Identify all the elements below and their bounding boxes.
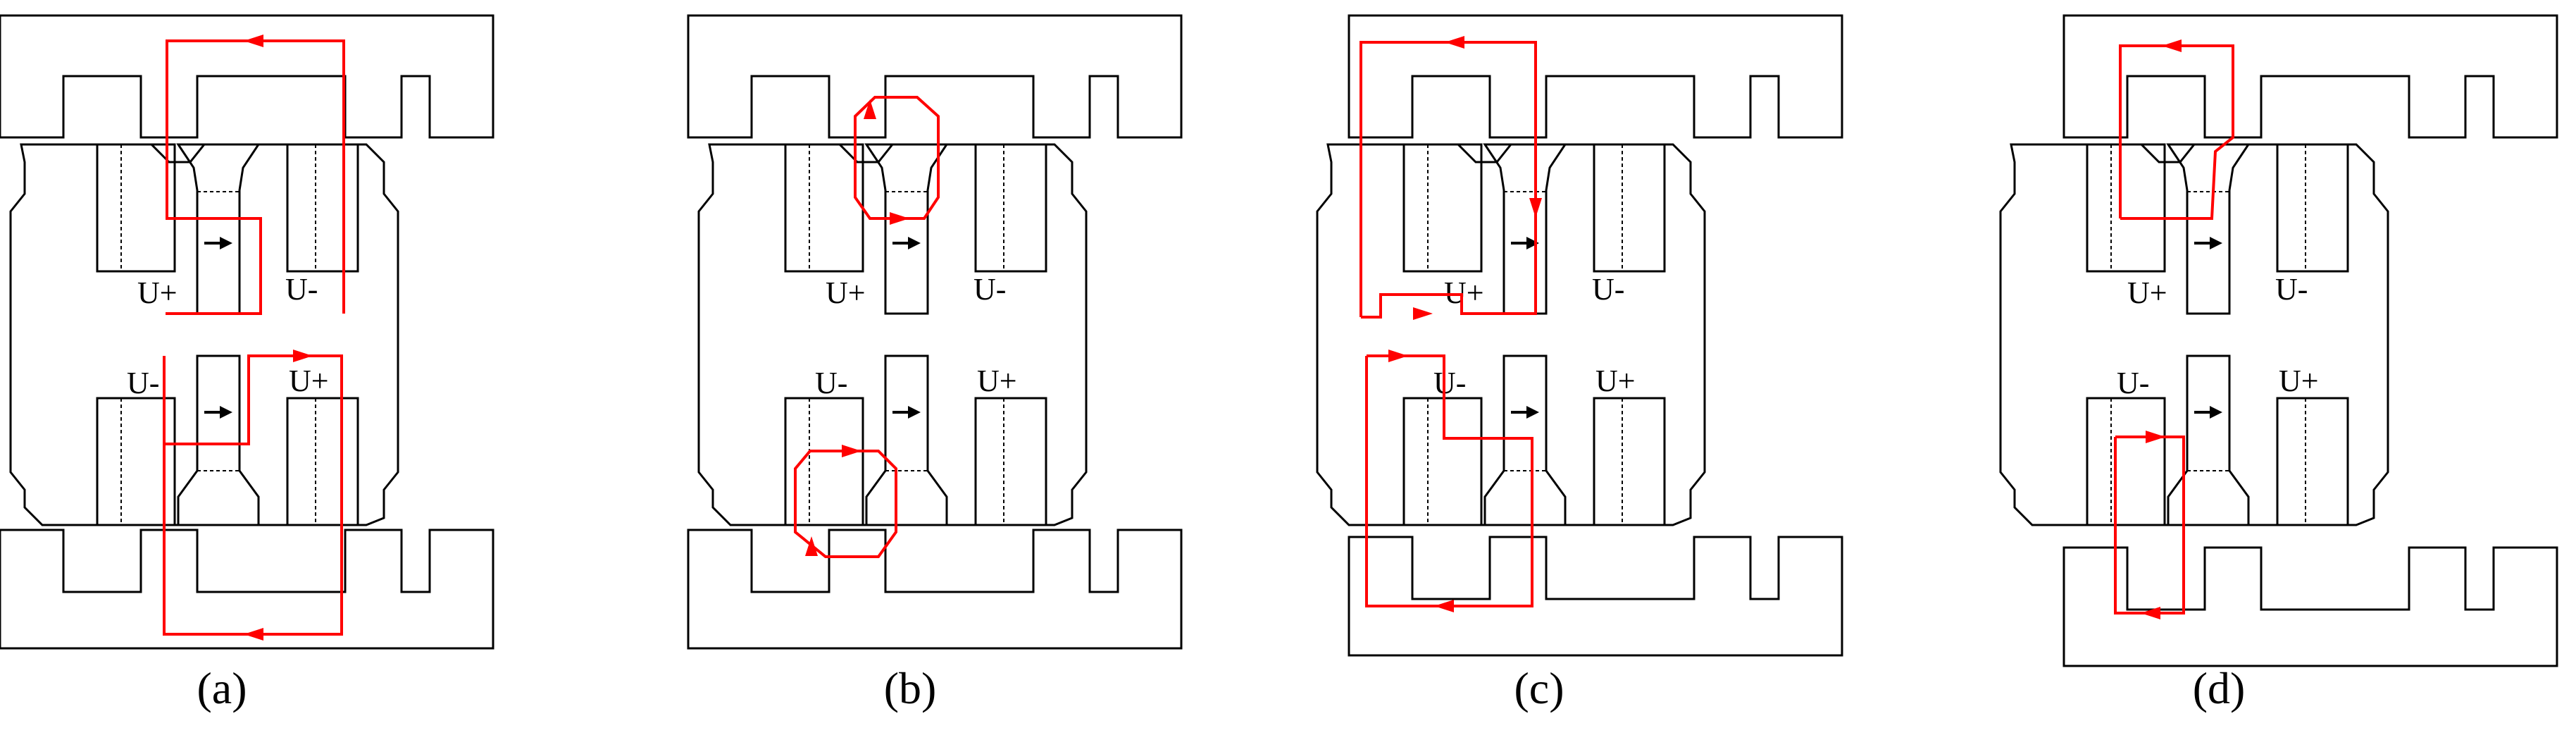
flux-arrow-icon (1413, 307, 1433, 320)
flux-loop-lower (794, 450, 897, 558)
flux-path-lower (163, 354, 343, 636)
mover-direction-arrow-icon (1526, 237, 1539, 249)
mover-direction-arrow-icon (908, 237, 921, 249)
mover-direction-arrow-icon (2210, 237, 2222, 249)
flux-loop-upper (854, 96, 940, 220)
mover-direction-arrow-icon (1526, 406, 1539, 419)
flux-arrow-icon (2141, 607, 2160, 619)
flux-arrow-icon (1388, 350, 1408, 362)
plunger-lower (2167, 354, 2250, 526)
flux-arrow-icon (864, 99, 876, 119)
lower-e-core (2062, 546, 2558, 667)
plunger-upper (1483, 143, 1567, 315)
flux-arrow-icon (293, 350, 313, 362)
coil-label-lower-left-coil: U- (815, 366, 847, 400)
coil-label-lower-right-coil: U+ (977, 364, 1017, 398)
coil-label-lower-right-coil: U+ (1595, 364, 1636, 398)
coil-upper-right (2276, 143, 2349, 273)
mover-direction-arrow-icon (220, 406, 232, 419)
plunger-upper (864, 143, 949, 315)
coil-label-lower-right-coil: U+ (2279, 364, 2319, 398)
flux-arrow-icon (2162, 39, 2182, 52)
flux-path-upper (1359, 41, 1537, 319)
flux-arrow-icon (2146, 431, 2165, 443)
upper-e-core (1348, 14, 1843, 139)
plunger-lower (177, 354, 260, 526)
coil-upper-left (2086, 143, 2166, 273)
lower-e-core (1348, 536, 1843, 657)
coil-label-upper-right-coil: U- (1592, 272, 1624, 307)
coil-lower-right (2276, 397, 2349, 526)
coil-label-lower-right-coil: U+ (289, 364, 329, 398)
mover-frame (697, 143, 1088, 526)
coil-upper-right (974, 143, 1047, 273)
flux-arrow-icon (1529, 198, 1542, 218)
panel-caption: (a) (197, 663, 247, 713)
panel-group: U+ U- U- U+ (0, 14, 494, 650)
upper-e-core (687, 14, 1183, 139)
mover-direction-arrow-icon (2210, 406, 2222, 419)
mover-frame (1999, 143, 2389, 526)
coil-label-upper-left-coil: U+ (826, 276, 866, 310)
coil-lower-right (974, 397, 1047, 526)
mover-frame (1316, 143, 1706, 526)
flux-path-upper (2119, 44, 2234, 220)
mover-frame (9, 143, 399, 526)
mover-direction-arrow-icon (908, 406, 921, 419)
coil-lower-left (2086, 397, 2166, 526)
coil-label-upper-left-coil: U+ (1444, 276, 1484, 310)
flux-arrow-icon (805, 536, 818, 556)
panel-group: U+ U- U- U+ (1316, 14, 1843, 657)
panel-caption: (d) (2192, 663, 2246, 713)
plunger-lower (865, 354, 948, 526)
plunger-upper (2166, 143, 2251, 315)
coil-lower-right (286, 397, 359, 526)
flux-arrow-icon (890, 212, 909, 225)
coil-label-lower-left-coil: U- (2117, 366, 2149, 400)
coil-label-upper-right-coil: U- (973, 272, 1006, 307)
flux-arrow-icon (842, 445, 861, 457)
flux-arrow-icon (1445, 36, 1464, 49)
coil-label-upper-right-coil: U- (2275, 272, 2308, 307)
flux-path-upper (166, 39, 345, 315)
flux-arrow-icon (244, 628, 263, 641)
panel-group: U+ U- U- U+ (687, 14, 1183, 650)
panel-caption: (b) (883, 663, 937, 713)
coil-label-upper-left-coil: U+ (137, 276, 178, 310)
lower-e-core (0, 529, 494, 650)
coil-label-lower-left-coil: U- (127, 366, 159, 400)
coil-label-upper-right-coil: U- (285, 272, 318, 307)
panel-caption: (c) (1514, 663, 1564, 713)
coil-lower-left (96, 397, 176, 526)
coil-label-lower-left-coil: U- (1433, 366, 1466, 400)
coil-lower-left (784, 397, 864, 526)
flux-path-lower (1365, 354, 1533, 607)
plunger-lower (1483, 354, 1567, 526)
flux-arrow-icon (244, 35, 263, 47)
coil-upper-right (1593, 143, 1666, 273)
coil-upper-right (286, 143, 359, 273)
coil-label-upper-left-coil: U+ (2127, 276, 2167, 310)
mover-direction-arrow-icon (220, 237, 232, 249)
coil-upper-left (96, 143, 176, 273)
lower-e-core (687, 529, 1183, 650)
upper-e-core (2062, 14, 2558, 139)
coil-lower-right (1593, 397, 1666, 526)
panel-group: U+ U- U- U+ (1999, 14, 2558, 667)
coil-upper-left (1402, 143, 1483, 273)
flux-arrow-icon (1434, 600, 1454, 612)
